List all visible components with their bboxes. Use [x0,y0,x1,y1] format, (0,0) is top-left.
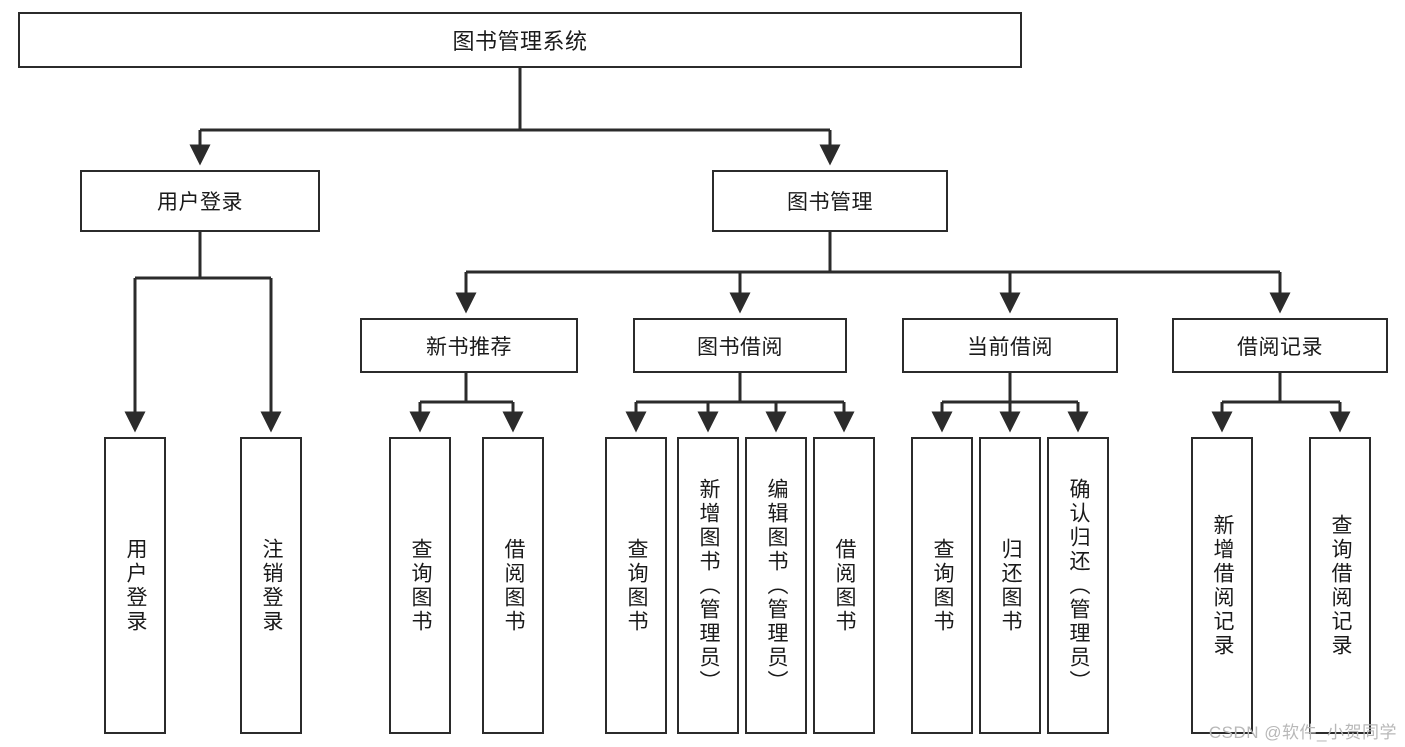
node-label: 图书借阅 [697,335,783,359]
node-root-book-management-system[interactable]: 图书管理系统 [18,12,1022,68]
node-label: 新书推荐 [426,335,512,359]
node-new-book-recommend[interactable]: 新书推荐 [360,318,578,373]
node-label: 查询图书 [931,537,955,634]
node-current-borrow[interactable]: 当前借阅 [902,318,1118,373]
node-label: 用户登录 [124,537,148,634]
node-leaf-borrow-book[interactable]: 借阅图书 [813,437,875,734]
node-leaf-query-book-recommend[interactable]: 查询图书 [389,437,451,734]
node-label: 新增图书（管理员） [697,477,721,694]
node-user-login[interactable]: 用户登录 [80,170,320,232]
node-leaf-add-borrow-record[interactable]: 新增借阅记录 [1191,437,1253,734]
watermark: CSDN @软件_小贺同学 [1208,723,1397,742]
node-label: 确认归还（管理员） [1067,477,1091,694]
node-label: 查询借阅记录 [1329,513,1353,658]
node-label: 编辑图书（管理员） [765,477,789,694]
node-book-management[interactable]: 图书管理 [712,170,948,232]
node-label: 借阅图书 [833,537,857,634]
node-leaf-borrow-book-recommend[interactable]: 借阅图书 [482,437,544,734]
node-leaf-user-logout[interactable]: 注销登录 [240,437,302,734]
node-borrow-record[interactable]: 借阅记录 [1172,318,1388,373]
node-label: 当前借阅 [967,335,1053,359]
node-leaf-query-book-current[interactable]: 查询图书 [911,437,973,734]
node-leaf-query-borrow-record[interactable]: 查询借阅记录 [1309,437,1371,734]
node-label: 查询图书 [625,537,649,634]
node-label: 归还图书 [999,537,1023,634]
node-leaf-query-book-borrow[interactable]: 查询图书 [605,437,667,734]
node-leaf-confirm-return[interactable]: 确认归还（管理员） [1047,437,1109,734]
node-label: 用户登录 [157,191,243,214]
node-label: 图书管理系统 [452,29,588,54]
node-label: 新增借阅记录 [1211,513,1235,658]
node-label: 借阅图书 [502,537,526,634]
node-leaf-add-book[interactable]: 新增图书（管理员） [677,437,739,734]
node-label: 图书管理 [787,191,873,214]
node-book-borrow[interactable]: 图书借阅 [633,318,847,373]
node-label: 查询图书 [409,537,433,634]
node-leaf-user-login[interactable]: 用户登录 [104,437,166,734]
node-label: 注销登录 [260,537,284,634]
node-leaf-edit-book[interactable]: 编辑图书（管理员） [745,437,807,734]
node-leaf-return-book[interactable]: 归还图书 [979,437,1041,734]
node-label: 借阅记录 [1237,335,1323,359]
